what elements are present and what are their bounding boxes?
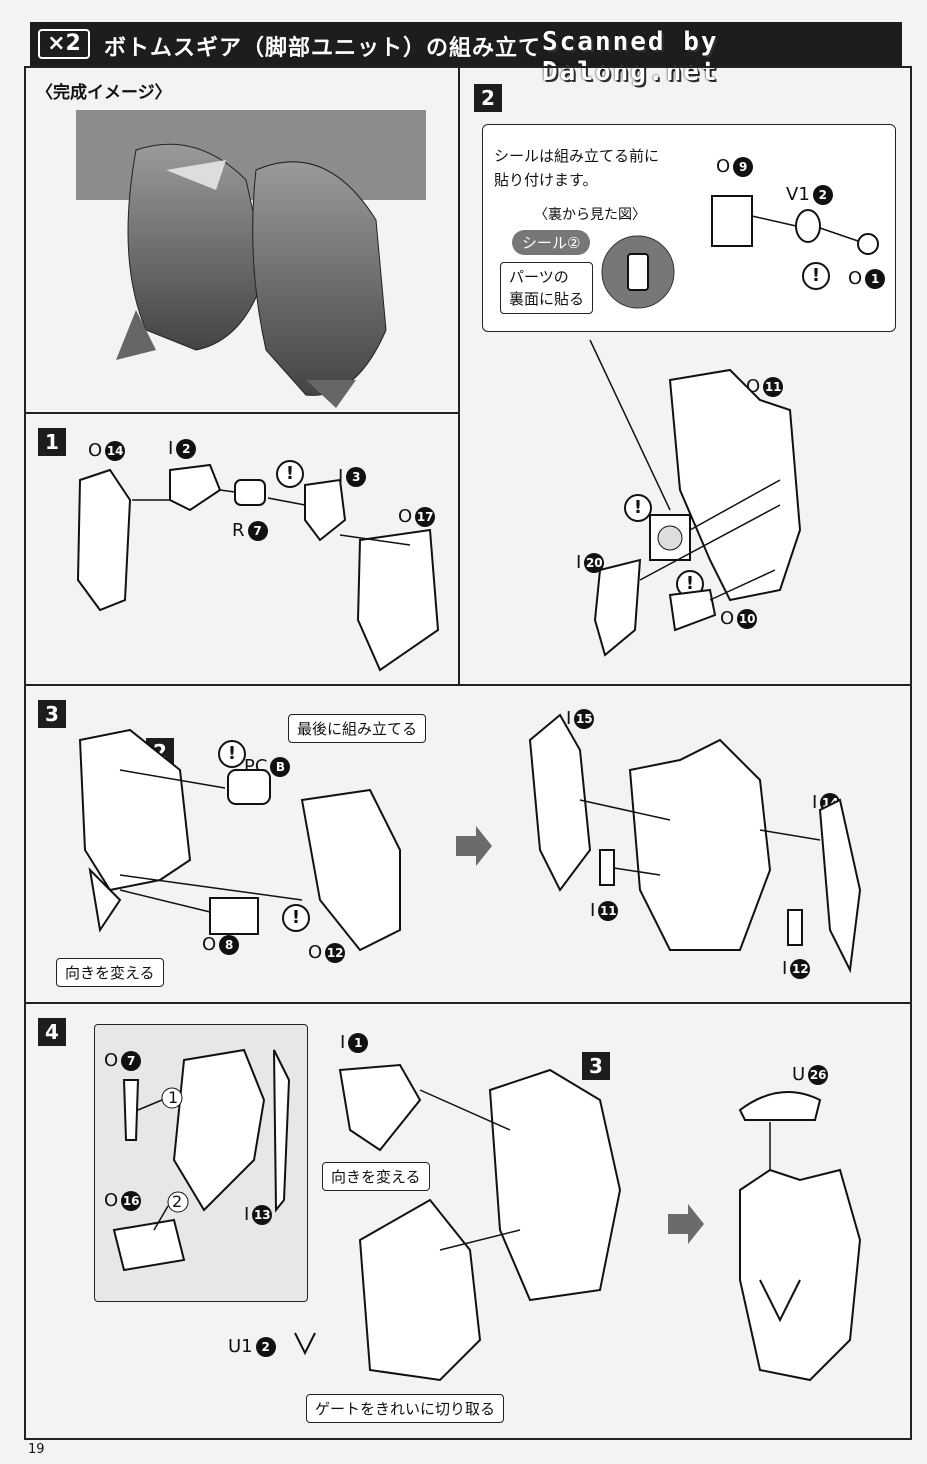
step2-assembly-drawing [589,339,802,657]
next-step-arrow [456,826,492,866]
sticker-note: シールは組み立てる前に 貼り付けます。 [494,147,660,189]
section-title: ボトムスギア（脚部ユニット）の組み立て [104,36,542,61]
step1-parts-drawing [76,463,440,672]
sticker-label: シール② [512,230,591,255]
caution-icon: ! [218,740,246,768]
step-number: 4 [38,1018,66,1046]
panel-step4 [24,1002,912,1440]
step4-final-drawing [738,1091,862,1382]
caution-icon: ! [624,494,652,522]
multiplier-badge: ×2 [38,29,90,59]
sub-assembly-ref: 3 [582,1052,610,1080]
step-number: 1 [38,428,66,456]
complete-image-heading: 〈完成イメージ〉 [36,83,172,103]
page-number: 19 [28,1442,45,1457]
step2-small-parts [711,195,879,255]
step3-right-drawing [528,713,862,974]
step-number: 2 [474,84,502,112]
callout-2: 2 [172,1192,183,1211]
step4-subassembly-drawing [112,1048,291,1272]
step-number: 3 [38,700,66,728]
apply-note: パーツの 裏面に貼る [500,262,594,314]
step4-center-drawing [294,1063,622,1382]
caution-icon: ! [802,262,830,290]
last-assemble-note: 最後に組み立てる [288,714,427,743]
callout-1: 1 [168,1088,179,1107]
complete-image-render [76,110,426,408]
sticker-back-view-icon [601,235,675,309]
caution-icon: ! [276,460,304,488]
watermark: Scanned by Dalong.net [542,27,719,87]
turn-note: 向きを変える [56,958,164,987]
next-step-arrow [668,1204,704,1244]
page-header: ×2 ボトムスギア（脚部ユニット）の組み立て Scanned by Dalong… [30,22,902,87]
turn-note: 向きを変える [322,1162,430,1191]
gate-note: ゲートをきれいに切り取る [306,1394,505,1423]
back-view-label: 〈裏から見た図〉 [534,207,646,223]
caution-icon: ! [282,904,310,932]
step3-left-drawing [78,728,401,952]
